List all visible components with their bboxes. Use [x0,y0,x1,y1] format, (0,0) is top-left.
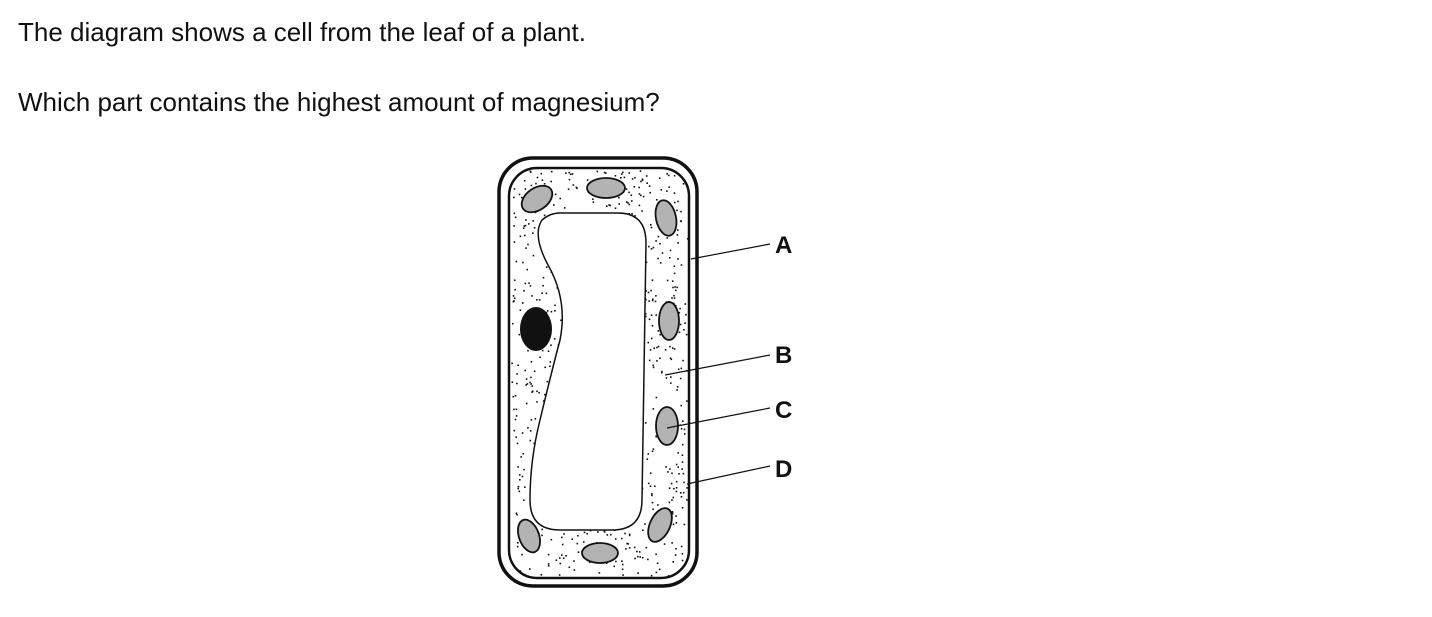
vacuole [529,212,647,531]
label-b: B [775,342,792,369]
chloroplast [654,199,678,237]
chloroplast [581,542,619,564]
label-c: C [775,397,792,424]
label-line-d [686,465,771,485]
label-line-a [690,243,771,260]
question-prompt-text: Which part contains the highest amount o… [18,87,660,117]
chloroplast [520,184,554,214]
question-intro-text: The diagram shows a cell from the leaf o… [18,17,586,47]
nucleus [520,307,552,351]
chloroplast [658,301,680,341]
label-d: D [775,456,792,483]
label-a: A [775,232,792,259]
chloroplast [647,507,673,543]
chloroplast [517,518,541,554]
label-line-b [664,354,771,376]
label-line-c [666,407,771,429]
chloroplast [586,177,626,199]
chloroplasts [517,177,680,564]
